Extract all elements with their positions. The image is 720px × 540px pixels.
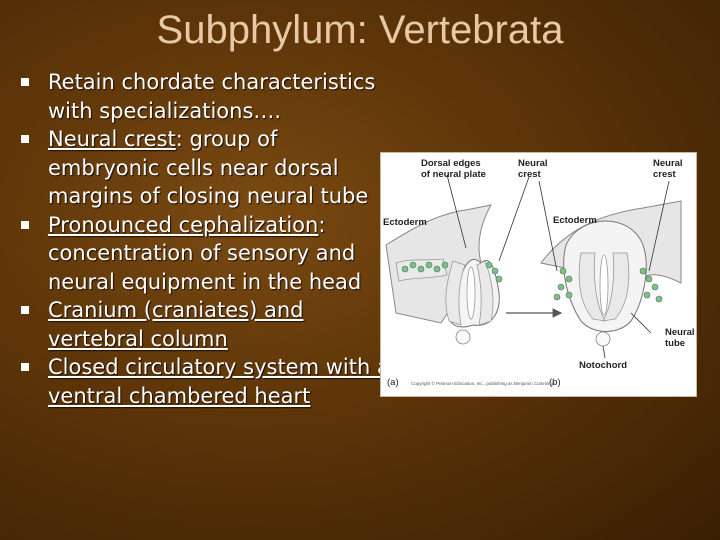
panel-a-drawing [385,174,530,345]
bullet-text: Retain chordate characteristics with spe… [48,70,376,123]
bullet-term: Pronounced cephalization [48,212,319,237]
bullet-list: Retain chordate characteristics with spe… [20,68,390,410]
label-neural-crest: Neural [518,158,548,169]
bullet-item: Pronounced cephalization: concentration … [20,211,390,297]
square-bullet-icon [21,220,29,229]
bullet-text: Closed circulatory system with a ventral… [48,355,390,408]
square-bullet-icon [21,363,29,371]
neural-crest-diagram: Dorsal edges of neural plate Neural cres… [383,158,695,388]
label-notochord: Notochord [579,360,627,371]
label-neural-crest: crest [653,169,677,180]
slide-title: Subphylum: Vertebrata [156,8,564,52]
bullet-item: Closed circulatory system with a ventral… [20,353,390,410]
neural-crest-figure: Dorsal edges of neural plate Neural cres… [380,152,697,397]
label-dorsal-edges: Dorsal edges [421,158,481,169]
label-neural-tube: Neural [665,327,695,338]
square-bullet-icon [21,306,29,314]
bullet-text: : concentration of sensory and neural eq… [48,212,362,294]
bullet-text: : group of embryonic cells near dorsal m… [48,127,369,208]
label-ectoderm: Ectoderm [553,215,597,226]
bullet-item: Neural crest: group of embryonic cells n… [20,125,390,211]
label-neural-crest: Neural [653,158,683,169]
square-bullet-icon [21,78,29,86]
label-ectoderm: Ectoderm [383,217,427,228]
panel-b-drawing [538,180,682,359]
bullet-text: Cranium (craniates) and vertebral column [48,298,304,351]
square-bullet-icon [21,135,29,143]
panel-b-label: (b) [549,377,561,388]
bullet-item: Cranium (craniates) and vertebral column [20,296,390,353]
label-neural-crest: crest [518,169,542,180]
bullet-term: Neural crest [48,127,176,151]
label-dorsal-edges: of neural plate [421,169,486,180]
copyright-text: Copyright © Pearson Education, Inc., pub… [411,380,557,386]
bullet-item: Retain chordate characteristics with spe… [20,68,390,125]
panel-a-label: (a) [387,377,399,388]
label-neural-tube: tube [665,338,685,349]
